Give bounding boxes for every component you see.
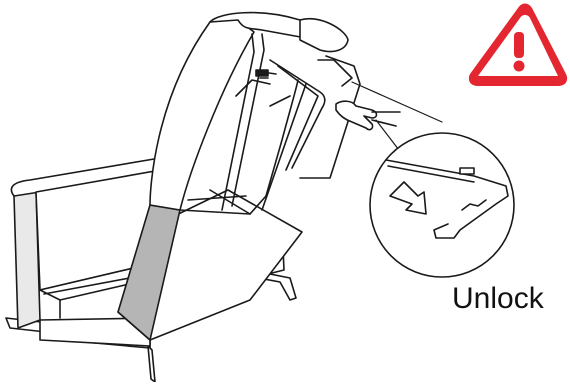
zoom-detail (370, 133, 514, 277)
hand (336, 101, 400, 129)
back-cushion (118, 13, 348, 340)
warning-triangle-icon (469, 4, 567, 87)
unlock-label: Unlock (452, 282, 544, 316)
